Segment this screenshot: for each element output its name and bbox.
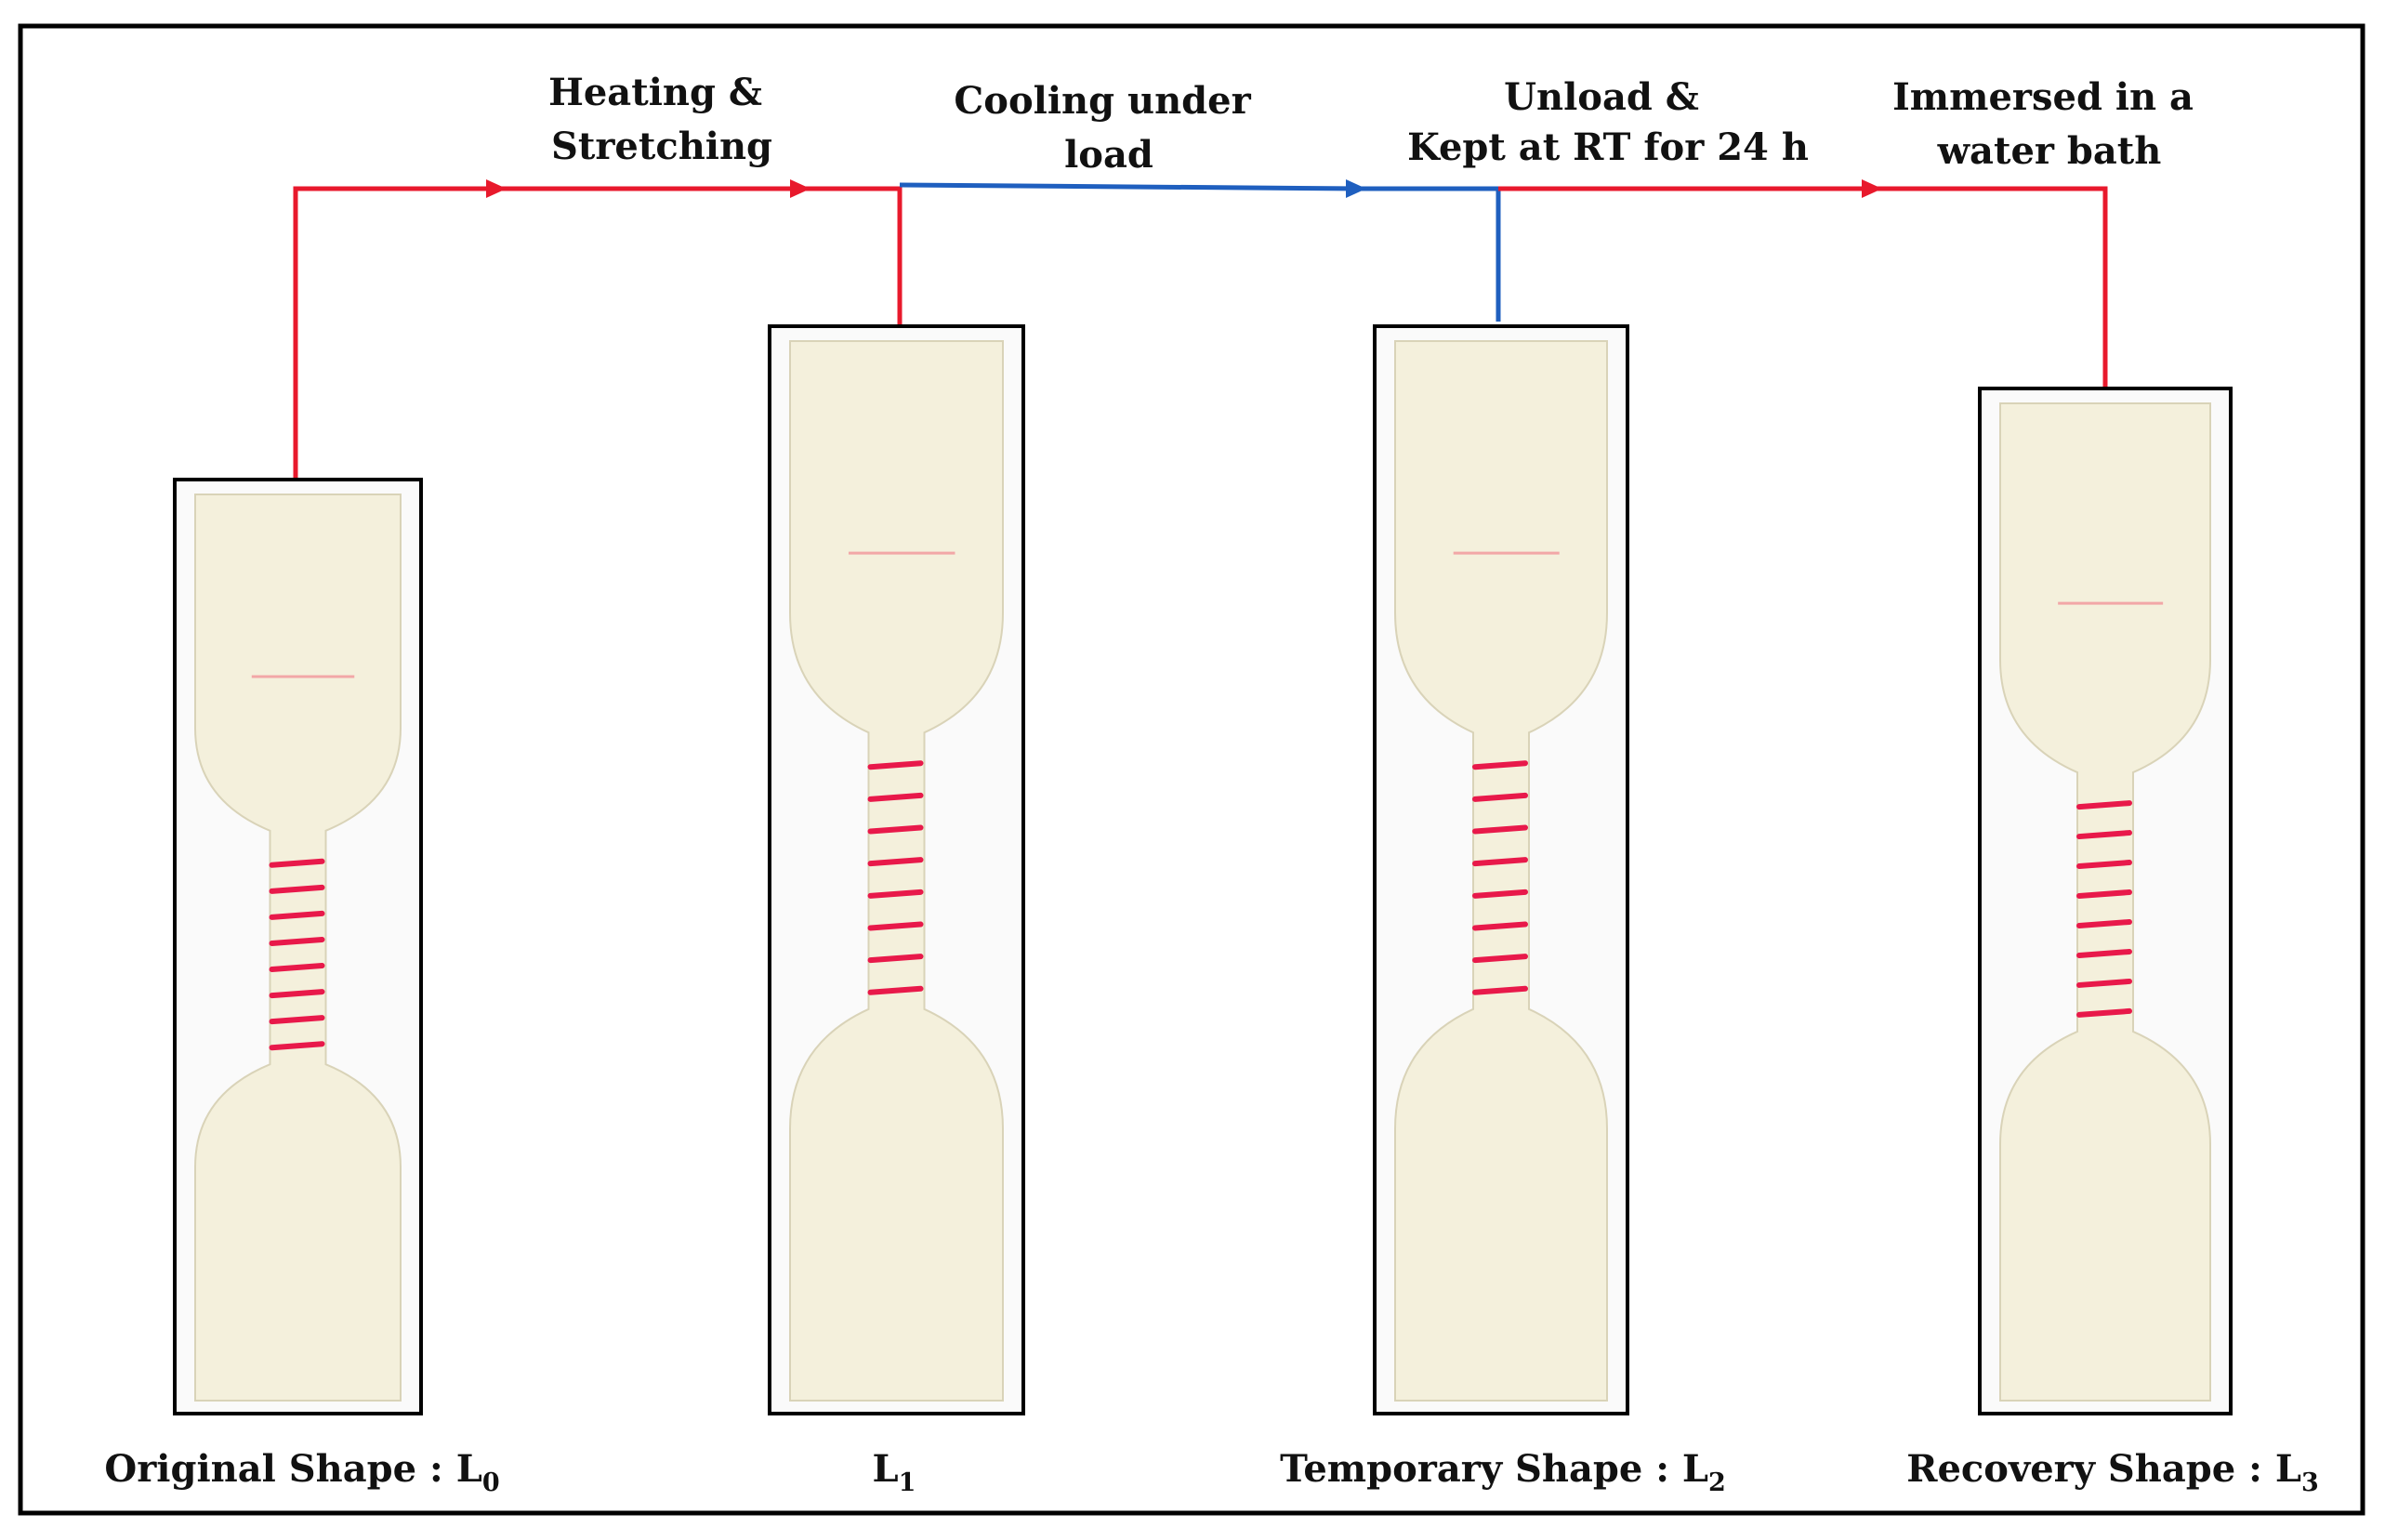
gauge-mark: [867, 888, 924, 899]
step-label-cooling: Cooling under load: [954, 79, 1263, 177]
gauge-mark: [1472, 824, 1528, 835]
connector-heating: [293, 186, 903, 480]
gauge-mark: [2076, 948, 2132, 958]
gauge-mark: [2076, 800, 2132, 810]
specimen-panels: [173, 324, 2233, 1415]
gauge-mark: [269, 884, 325, 894]
specimen-panel-2: [768, 324, 1025, 1415]
specimen-panel-3: [1373, 324, 1629, 1415]
gauge-mark: [1472, 792, 1528, 802]
gauge-mark: [269, 989, 325, 999]
dogbone-specimen: [1999, 402, 2211, 1402]
label-original-shape: Original Shape : L0: [104, 1447, 499, 1497]
gauge-mark: [867, 857, 924, 867]
specimen-panel-1: [173, 478, 423, 1415]
dogbone-specimen: [789, 340, 1004, 1402]
gauge-mark: [269, 910, 325, 920]
specimen-panel-4: [1978, 387, 2233, 1415]
gauge-mark: [2076, 1007, 2132, 1018]
arrowhead-3: [1346, 179, 1366, 198]
gauge-mark: [867, 792, 924, 802]
arrowhead-4: [1862, 179, 1882, 198]
gauge-mark: [867, 824, 924, 835]
label-temporary-shape: Temporary Shape : L2: [1280, 1447, 1726, 1497]
gauge-mark: [1472, 954, 1528, 964]
gauge-mark: [1472, 760, 1528, 770]
connector-unload-drop: [1362, 186, 1501, 322]
gauge-mark: [269, 936, 325, 946]
gauge-mark: [2076, 978, 2132, 988]
step-label-immersed: Immersed in a water bath: [1892, 75, 2207, 173]
gauge-mark: [1472, 985, 1528, 995]
connector-immersed: [1498, 186, 2108, 388]
connector-cooling: [899, 182, 1363, 191]
gauge-mark: [269, 1041, 325, 1051]
gauge-mark: [1472, 857, 1528, 867]
gauge-mark: [269, 858, 325, 868]
process-arrows: [293, 179, 2108, 480]
label-l1: L1: [873, 1447, 916, 1497]
gauge-mark: [867, 760, 924, 770]
gauge-mark: [2076, 860, 2132, 870]
gauge-mark: [2076, 830, 2132, 840]
arrowhead-2: [790, 179, 810, 198]
gauge-mark: [867, 954, 924, 964]
gauge-mark: [867, 921, 924, 931]
arrowhead-1: [486, 179, 507, 198]
outer-frame: [18, 23, 2365, 1516]
step-label-heating: Heating & Stretching: [548, 71, 775, 168]
gauge-mark: [2076, 918, 2132, 928]
label-recovery-shape: Recovery Shape : L3: [1906, 1447, 2319, 1497]
dogbone-specimen: [194, 494, 402, 1402]
gauge-mark: [269, 963, 325, 973]
gauge-mark: [1472, 921, 1528, 931]
step-label-unload: Unload & Kept at RT for 24 h: [1407, 75, 1809, 169]
gauge-mark: [2076, 889, 2132, 900]
gauge-mark: [269, 1015, 325, 1025]
dogbone-specimen: [1394, 340, 1608, 1402]
gauge-mark: [867, 985, 924, 995]
gauge-mark: [1472, 888, 1528, 899]
